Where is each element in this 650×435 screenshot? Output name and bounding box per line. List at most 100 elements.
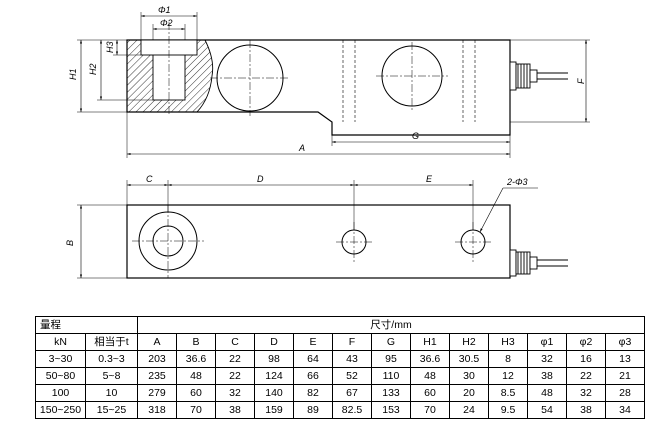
cell-equiv: 15~25: [85, 401, 138, 419]
label-holes: 2-Φ3: [506, 177, 528, 187]
cell: 30: [449, 367, 489, 385]
cell-equiv: 10: [85, 384, 138, 402]
col-head: G: [371, 333, 411, 351]
col-head: φ1: [527, 333, 567, 351]
cell: 30.5: [449, 350, 489, 368]
col-head: H3: [488, 333, 528, 351]
label-d: D: [257, 174, 264, 184]
cell: 67: [332, 384, 372, 402]
label-a: A: [298, 143, 305, 153]
col-head: φ2: [566, 333, 606, 351]
cell-kn: 3~30: [35, 350, 86, 368]
cell: 52: [332, 367, 372, 385]
cell: 82: [293, 384, 333, 402]
subheader-kn: kN: [35, 333, 86, 351]
side-view: [77, 12, 590, 158]
cell: 54: [527, 401, 567, 419]
cell: 124: [254, 367, 294, 385]
label-b: B: [65, 240, 75, 246]
cell: 12: [488, 367, 528, 385]
cell-kn: 150~250: [35, 401, 86, 419]
cell: 235: [137, 367, 177, 385]
cell: 22: [566, 367, 606, 385]
label-h3: H3: [105, 41, 115, 53]
cell: 38: [215, 401, 255, 419]
subheader-equiv: 相当于t: [85, 333, 138, 351]
cell: 98: [254, 350, 294, 368]
technical-drawing: Φ1 Φ2 H1 H2 H3 F G A: [65, 5, 590, 279]
header-dims: 尺寸/mm: [137, 316, 645, 334]
cell: 8: [488, 350, 528, 368]
cell: 95: [371, 350, 411, 368]
table-row: 100 10 279 60 32 140 82 67 133 60 20 8.5…: [35, 384, 645, 402]
cell: 60: [176, 384, 216, 402]
cell: 60: [410, 384, 450, 402]
spec-table: 量程 尺寸/mm kN 相当于t A B C D E F G H1 H2 H3 …: [35, 316, 645, 419]
cell: 70: [176, 401, 216, 419]
col-head: A: [137, 333, 177, 351]
cell-equiv: 5~8: [85, 367, 138, 385]
cell: 70: [410, 401, 450, 419]
cell: 318: [137, 401, 177, 419]
label-h1: H1: [68, 68, 78, 80]
cable-connector-side: [509, 61, 568, 91]
table-header-row: 量程 尺寸/mm: [35, 316, 645, 334]
cell: 20: [449, 384, 489, 402]
col-head: H1: [410, 333, 450, 351]
cell: 36.6: [176, 350, 216, 368]
col-head: C: [215, 333, 255, 351]
col-head: φ3: [605, 333, 645, 351]
col-head: E: [293, 333, 333, 351]
cell: 24: [449, 401, 489, 419]
label-h2: H2: [88, 63, 98, 75]
cable-connector-top: [509, 249, 568, 277]
cell-kn: 100: [35, 384, 86, 402]
cell: 38: [566, 401, 606, 419]
col-head: H2: [449, 333, 489, 351]
label-phi2: Φ2: [160, 18, 173, 28]
cell: 159: [254, 401, 294, 419]
cell: 66: [293, 367, 333, 385]
cell: 16: [566, 350, 606, 368]
cell: 21: [605, 367, 645, 385]
cell: 8.5: [488, 384, 528, 402]
cell: 9.5: [488, 401, 528, 419]
table-row: 150~250 15~25 318 70 38 159 89 82.5 153 …: [35, 401, 645, 419]
cell: 82.5: [332, 401, 372, 419]
cell: 48: [527, 384, 567, 402]
cell: 22: [215, 350, 255, 368]
table-subheader-row: kN 相当于t A B C D E F G H1 H2 H3 φ1 φ2 φ3: [35, 333, 645, 351]
cell-equiv: 0.3~3: [85, 350, 138, 368]
cell: 203: [137, 350, 177, 368]
col-head: F: [332, 333, 372, 351]
label-f: F: [576, 78, 586, 84]
cell: 36.6: [410, 350, 450, 368]
top-view: [77, 180, 568, 279]
cell: 110: [371, 367, 411, 385]
cell: 13: [605, 350, 645, 368]
cell: 140: [254, 384, 294, 402]
cell-kn: 50~80: [35, 367, 86, 385]
cell: 133: [371, 384, 411, 402]
cell: 38: [527, 367, 567, 385]
cell: 89: [293, 401, 333, 419]
cell: 22: [215, 367, 255, 385]
top-view-body: [126, 204, 511, 279]
col-head: B: [176, 333, 216, 351]
header-range: 量程: [35, 316, 138, 334]
cell: 48: [176, 367, 216, 385]
cell: 28: [605, 384, 645, 402]
cell: 34: [605, 401, 645, 419]
cell: 32: [527, 350, 567, 368]
cell: 64: [293, 350, 333, 368]
cell: 32: [566, 384, 606, 402]
table-row: 50~80 5~8 235 48 22 124 66 52 110 48 30 …: [35, 367, 645, 385]
label-phi1: Φ1: [158, 5, 171, 15]
label-g: G: [412, 131, 419, 141]
cell: 279: [137, 384, 177, 402]
label-e: E: [426, 174, 433, 184]
cell: 48: [410, 367, 450, 385]
cell: 43: [332, 350, 372, 368]
table-row: 3~30 0.3~3 203 36.6 22 98 64 43 95 36.6 …: [35, 350, 645, 368]
col-head: D: [254, 333, 294, 351]
